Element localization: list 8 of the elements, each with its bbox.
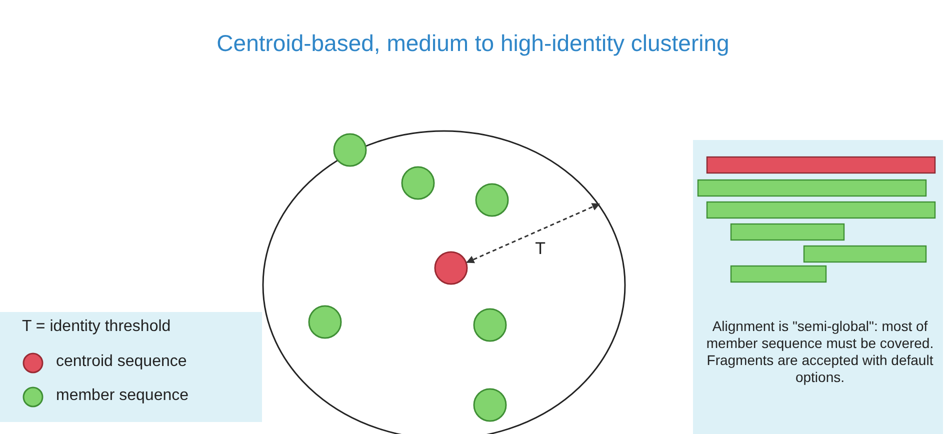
legend-text: member sequence (56, 387, 189, 405)
edge-label: T (535, 239, 546, 260)
info-panel (693, 140, 943, 434)
panel-text: Alignment is "semi-global": most of member sequence must be covered. Fragments are accepted with default options. (705, 318, 935, 386)
subtitle: Centroid-based, medium to high-identity clustering (216, 30, 730, 57)
legend-note: T = identity threshold (22, 318, 171, 336)
dashed-arrow (466, 203, 600, 264)
legend-text: centroid sequence (56, 353, 187, 371)
